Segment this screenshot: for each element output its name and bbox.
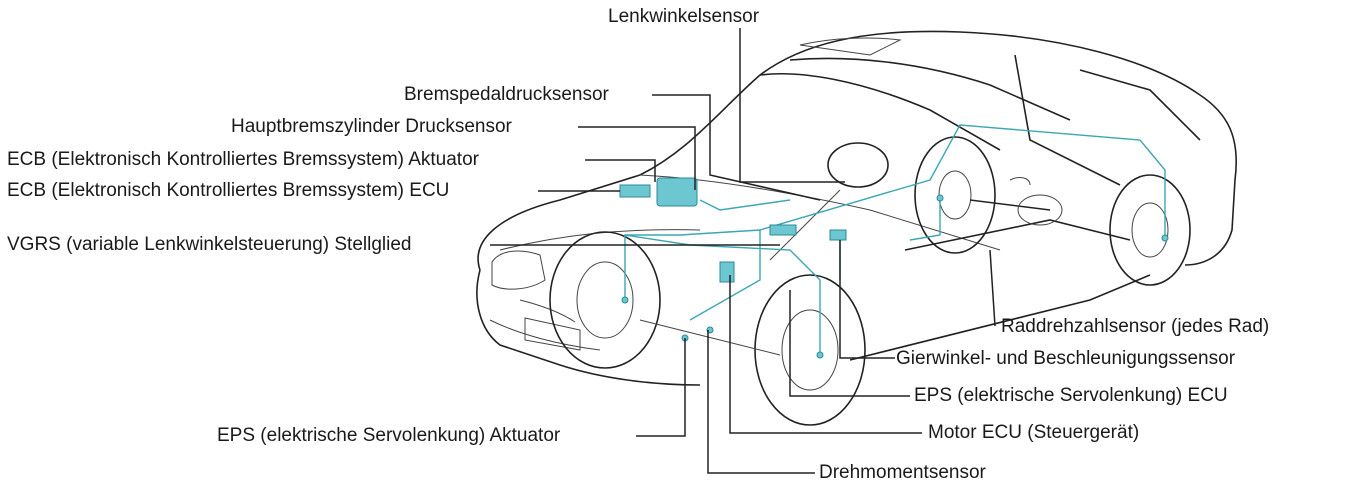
car-body <box>476 30 1238 426</box>
label-ecb-ecu: ECB (Elektronisch Kontrolliertes Bremssy… <box>7 180 450 201</box>
label-eps-aktuator: EPS (elektrische Servolenkung) Aktuator <box>217 425 561 446</box>
label-eps-ecu: EPS (elektrische Servolenkung) ECU <box>914 385 1228 406</box>
label-motor-ecu: Motor ECU (Steuergerät) <box>928 422 1140 443</box>
label-ecb-aktuator: ECB (Elektronisch Kontrolliertes Bremssy… <box>7 149 479 170</box>
label-lenkwinkelsensor: Lenkwinkelsensor <box>608 6 760 27</box>
components <box>619 177 1169 359</box>
label-bremspedaldrucksensor: Bremspedaldrucksensor <box>404 84 609 105</box>
ecb-actuator-box <box>656 177 698 207</box>
label-drehmomentsensor: Drehmomentsensor <box>819 462 986 483</box>
label-hauptbremszylinder-drucksensor: Hauptbremszylinder Drucksensor <box>231 116 512 137</box>
ecb-ecu-box <box>619 184 651 198</box>
leader-lines <box>490 28 996 474</box>
label-gierwinkel-sensor: Gierwinkel- und Beschleunigungssensor <box>896 348 1236 369</box>
label-vgrs-stellglied: VGRS (variable Lenkwinkelsteuerung) Stel… <box>7 234 412 255</box>
label-raddrehzahlsensor: Raddrehzahlsensor (jedes Rad) <box>1001 316 1270 337</box>
